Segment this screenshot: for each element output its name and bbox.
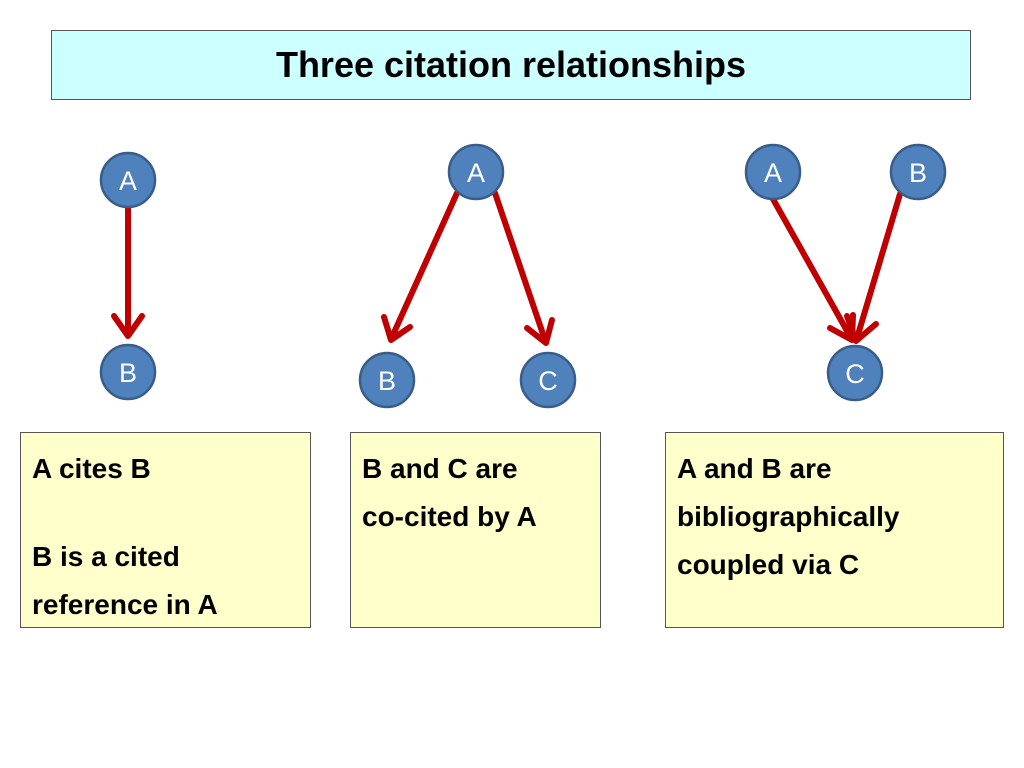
node-c-label: C xyxy=(538,366,558,396)
caption-bibliographic-coupling: A and B are bibliographically coupled vi… xyxy=(665,432,1004,628)
caption-direct-citation: A cites B B is a cited reference in A xyxy=(20,432,311,628)
edge-b-to-c xyxy=(854,191,903,341)
node-c-label: C xyxy=(845,359,865,389)
node-b[interactable]: B xyxy=(99,343,157,401)
caption-line: B is a cited xyxy=(32,541,180,572)
caption-line: coupled via C xyxy=(677,549,860,580)
node-a[interactable]: A xyxy=(447,143,505,201)
diagram-bibliographic-coupling: A B C xyxy=(744,143,947,402)
arrowhead-b-to-c xyxy=(844,313,879,344)
node-a[interactable]: A xyxy=(99,151,157,209)
caption-spacer xyxy=(32,493,300,533)
page-title: Three citation relationships xyxy=(275,44,747,85)
caption-line: A cites B xyxy=(32,453,151,484)
caption-line: B and C are xyxy=(362,453,518,484)
diagram-co-citation: A B C xyxy=(358,143,577,409)
caption-line: bibliographically xyxy=(677,501,900,532)
node-a-label: A xyxy=(764,158,782,188)
node-b-label: B xyxy=(909,158,927,188)
node-a-label: A xyxy=(467,158,485,188)
node-b-label: B xyxy=(119,358,137,388)
edge-a-to-c xyxy=(492,190,548,343)
edge-a-to-b xyxy=(389,190,460,340)
node-b[interactable]: B xyxy=(358,351,416,409)
title-box: Three citation relationships xyxy=(51,30,971,100)
arrowhead-a-to-b xyxy=(111,313,145,339)
node-a[interactable]: A xyxy=(744,143,802,201)
caption-line: co-cited by A xyxy=(362,501,537,532)
edge-a-to-c xyxy=(770,196,854,341)
node-a-label: A xyxy=(119,166,137,196)
node-c[interactable]: C xyxy=(519,351,577,409)
caption-line: reference in A xyxy=(32,589,218,620)
node-b-label: B xyxy=(378,366,396,396)
diagram-direct-citation: A B xyxy=(99,151,157,401)
node-c[interactable]: C xyxy=(826,344,884,402)
arrowhead-a-to-b xyxy=(381,314,413,343)
caption-co-citation: B and C are co-cited by A xyxy=(350,432,601,628)
arrowhead-a-to-c xyxy=(524,317,555,346)
node-b[interactable]: B xyxy=(889,143,947,201)
caption-line: A and B are xyxy=(677,453,832,484)
